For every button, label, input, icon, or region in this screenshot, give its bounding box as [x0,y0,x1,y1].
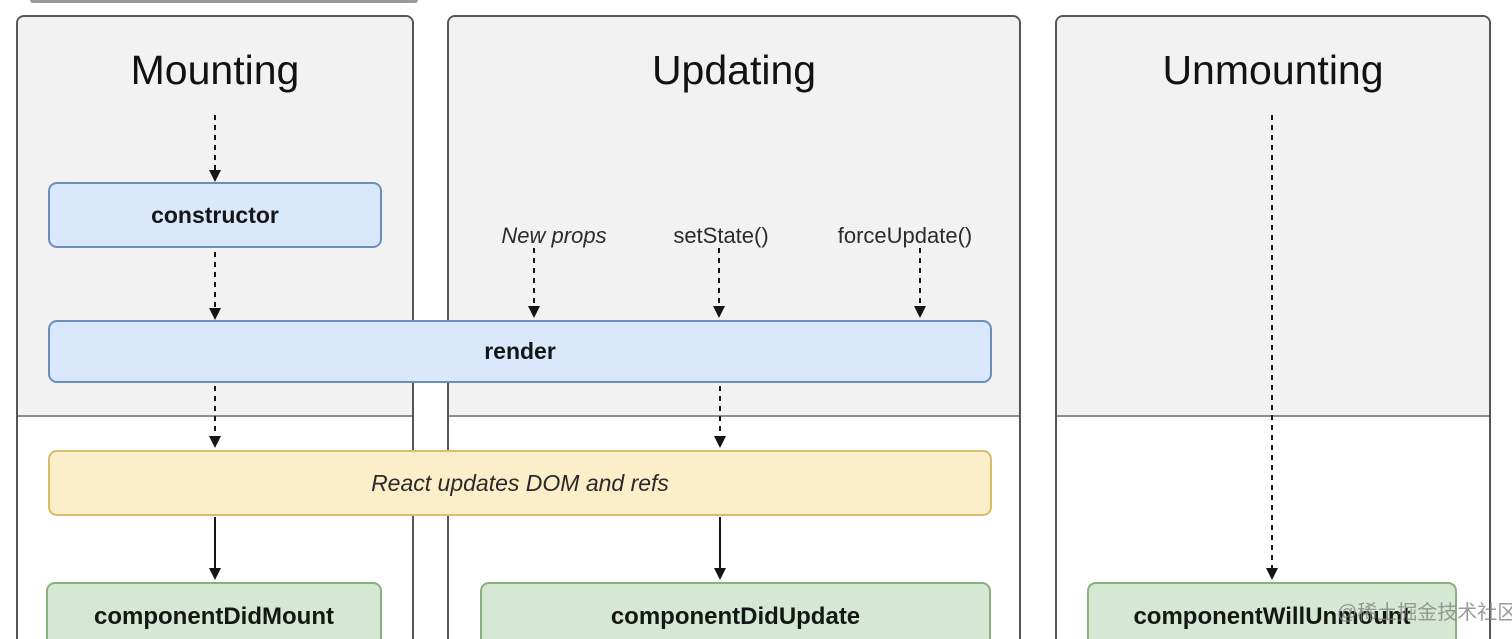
unmounting-render-phase-area [1057,17,1489,417]
cropped-element-sliver [30,0,418,3]
react-updates-dom-box: React updates DOM and refs [48,450,992,516]
component-did-update-box: componentDidUpdate [480,582,991,639]
constructor-to-render-arrow [214,252,216,308]
unmounting-arrow [1271,115,1273,568]
component-did-mount-box: componentDidMount [46,582,382,639]
juejin-watermark: @稀土掘金技术社区 [1337,602,1512,624]
updating-title: Updating [651,47,817,93]
dom-to-did-mount-arrow [214,517,216,568]
render-to-dom-arrow-mounting [214,386,216,436]
new-props-label: New props [501,223,607,248]
new-props-arrow [533,248,535,306]
unmounting-column: Unmounting [1055,15,1491,639]
unmounting-title: Unmounting [1162,47,1384,93]
mounting-start-arrow [214,115,216,170]
component-will-unmount-box: componentWillUnmount [1087,582,1457,639]
render-box: render [48,320,992,383]
force-update-arrow [919,248,921,306]
dom-to-did-update-arrow [719,517,721,568]
force-update-label: forceUpdate() [837,223,973,248]
set-state-label: setState() [673,223,769,248]
constructor-box: constructor [48,182,382,248]
set-state-arrow [718,248,720,306]
render-to-dom-arrow-updating [719,386,721,436]
mounting-title: Mounting [130,47,300,93]
